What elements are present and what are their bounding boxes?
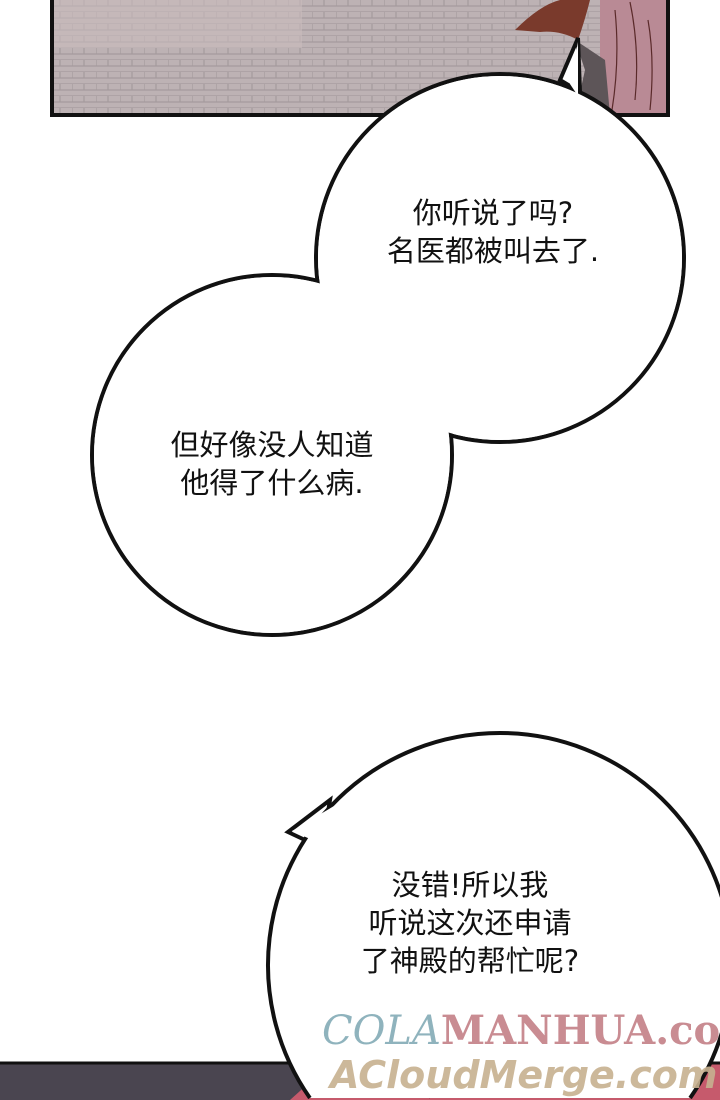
- bubble-line: 没错!所以我: [391, 868, 549, 902]
- watermark-line-2: ACloudMerge.com: [330, 1053, 718, 1097]
- bubble-1-text: 你听说了吗? 名医都被叫去了.: [387, 194, 599, 270]
- watermark-line-1: COLAMANHUA.com: [322, 1007, 720, 1055]
- speech-bubble-3: [266, 731, 720, 1100]
- top-panel: [50, 0, 670, 117]
- bubble-line: 听说这次还申请: [368, 906, 572, 940]
- bubble-line: 了神殿的帮忙呢?: [360, 944, 580, 978]
- speech-bubble-group: [90, 37, 686, 637]
- watermark-cola: COLA: [322, 1008, 441, 1054]
- bubble-line: 他得了什么病.: [180, 466, 364, 500]
- bubble-2-text: 但好像没人知道 他得了什么病.: [170, 426, 373, 502]
- bubble-3-text: 没错!所以我 听说这次还申请 了神殿的帮忙呢?: [361, 866, 579, 980]
- bubble-line: 但好像没人知道: [170, 428, 374, 462]
- watermark-manhua: MANHUA.com: [440, 1007, 720, 1054]
- bubble-line: 你听说了吗?: [412, 196, 574, 230]
- bubble-line: 名医都被叫去了.: [386, 234, 600, 268]
